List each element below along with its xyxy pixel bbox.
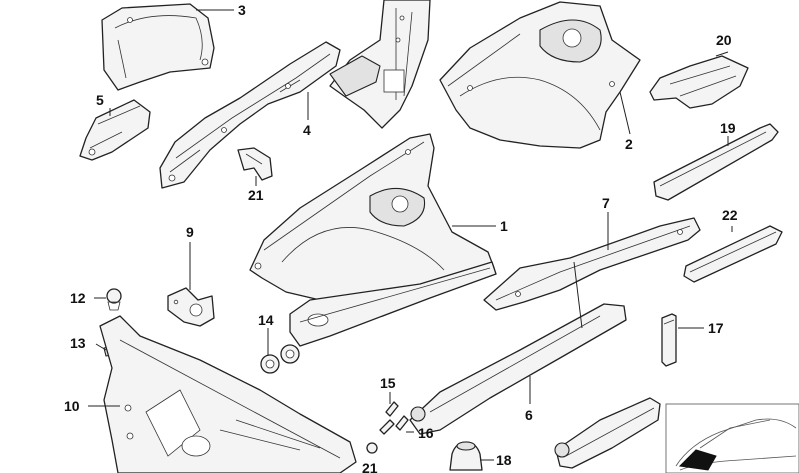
callout-15: 15: [380, 375, 396, 391]
callout-20: 20: [716, 32, 732, 48]
callout-10: 10: [64, 398, 80, 414]
part-17-block: [661, 313, 677, 367]
callout-2: 2: [625, 136, 633, 152]
callout-18: 18: [496, 452, 512, 468]
part-1-front-wheelhouse: [249, 133, 497, 347]
part-22-rail: [683, 225, 783, 283]
callout-3: 3: [238, 2, 246, 18]
part-upper-body-section: [329, 0, 431, 129]
callout-13: 13: [70, 335, 86, 351]
part-6-lower-member: [409, 303, 627, 435]
part-15-bolts: [379, 401, 409, 435]
callout-4: 4: [303, 122, 311, 138]
callout-21-lower: 21: [362, 460, 378, 473]
callout-labels: 3 5 4 2 20 19 21 1 7 22 9 12 14 17 13 10…: [64, 2, 738, 473]
part-2-wheelhouse-assembly: [439, 1, 641, 149]
part-19-rail: [653, 123, 779, 201]
part-7-member: [483, 217, 701, 311]
locator-car-icon: [665, 403, 799, 473]
callout-7: 7: [602, 195, 610, 211]
part-18-mount: [449, 441, 483, 471]
part-21-bracket-upper: [237, 147, 273, 181]
leader-lines: [88, 9, 733, 461]
part-5-bracket: [79, 99, 151, 161]
part-10-front-panel: [99, 315, 357, 473]
callout-6: 6: [525, 407, 533, 423]
callout-12: 12: [70, 290, 86, 306]
callout-19: 19: [720, 120, 736, 136]
part-14-spacer: [260, 344, 300, 374]
part-21-nut: [366, 442, 378, 454]
part-3-wheelhouse-panel: [101, 3, 215, 91]
callout-21-upper: 21: [248, 187, 264, 203]
part-lower-right-member: [554, 397, 661, 469]
callout-22: 22: [722, 207, 738, 223]
callout-1: 1: [500, 218, 508, 234]
part-9-plate: [167, 287, 215, 327]
callout-14: 14: [258, 312, 274, 328]
callout-5: 5: [96, 92, 104, 108]
callout-16: 16: [418, 425, 434, 441]
part-12-clip: [106, 288, 122, 311]
callout-9: 9: [186, 224, 194, 240]
callout-17: 17: [708, 320, 724, 336]
part-4-longitudinal-member: [159, 41, 341, 189]
part-20-panel: [649, 55, 749, 109]
